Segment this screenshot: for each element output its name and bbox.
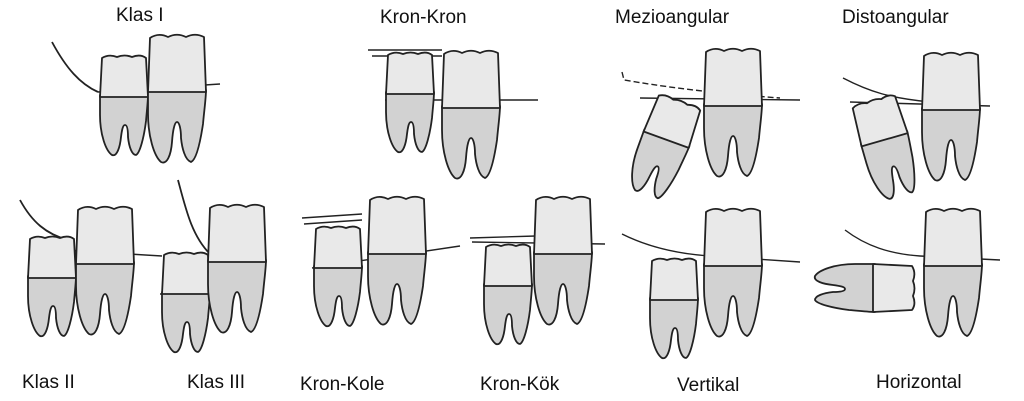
third-molar bbox=[162, 253, 210, 353]
occlusal-plane bbox=[470, 236, 536, 238]
panel-kron-kole bbox=[302, 197, 460, 327]
panel-klas-3 bbox=[160, 180, 266, 352]
panel-distoangular bbox=[843, 53, 990, 203]
third-molar bbox=[484, 245, 532, 345]
second-molar bbox=[924, 209, 982, 337]
ramus-line bbox=[178, 180, 210, 254]
third-molar-horizontal bbox=[815, 264, 915, 312]
panel-kron-kok bbox=[470, 197, 605, 345]
cej-line bbox=[304, 220, 362, 224]
second-molar bbox=[704, 209, 762, 337]
panel-klas-1 bbox=[52, 35, 220, 163]
panel-klas-2 bbox=[20, 200, 162, 336]
third-molar bbox=[28, 237, 76, 337]
ramus-line bbox=[20, 200, 68, 240]
panel-vertikal bbox=[622, 209, 800, 359]
panel-horizontal bbox=[815, 209, 1000, 337]
second-molar bbox=[148, 35, 206, 163]
third-molar bbox=[386, 53, 434, 153]
occlusal-plane bbox=[302, 214, 362, 218]
third-molar-tilted-distal bbox=[850, 93, 924, 202]
ramus-line bbox=[52, 42, 98, 92]
second-molar bbox=[368, 197, 426, 325]
third-molar bbox=[100, 56, 148, 156]
second-molar bbox=[76, 207, 134, 335]
second-molar bbox=[704, 49, 762, 177]
third-molar bbox=[314, 227, 362, 327]
second-molar bbox=[534, 197, 592, 325]
third-molar bbox=[650, 259, 698, 359]
panel-kron-kron bbox=[368, 50, 538, 179]
third-molar-tilted-mesial bbox=[624, 92, 703, 202]
second-molar bbox=[442, 51, 500, 179]
second-molar bbox=[922, 53, 980, 181]
second-molar bbox=[208, 205, 266, 333]
panel-mezioangular bbox=[622, 49, 800, 203]
